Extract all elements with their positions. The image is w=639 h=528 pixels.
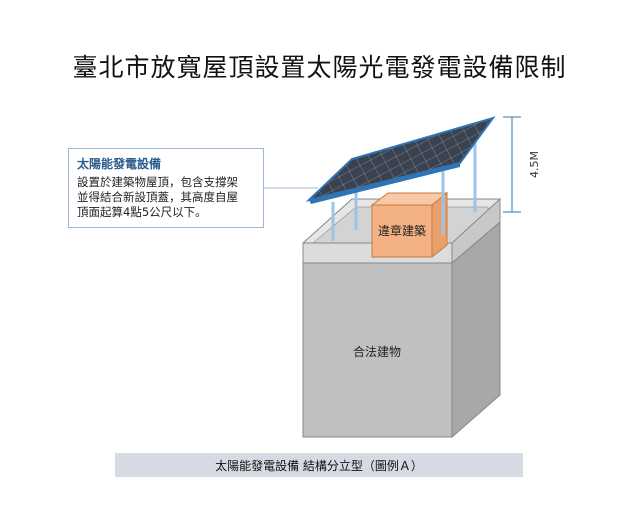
caption-text: 太陽能發電設備 結構分立型（圖例Ａ） (215, 458, 423, 473)
solar-panel (305, 116, 496, 202)
height-label: 4.5M (528, 151, 541, 178)
illegal-structure-side (431, 191, 448, 259)
illegal-structure-label: 違章建築 (378, 223, 426, 238)
note-line: 頂面起算4點5公尺以下。 (77, 205, 207, 219)
building-label: 合法建物 (353, 344, 401, 359)
caption-bar: 太陽能發電設備 結構分立型（圖例Ａ） (115, 453, 523, 477)
page-title: 臺北市放寬屋頂設置太陽光電發電設備限制 (72, 53, 567, 82)
note-line: 設置於建築物屋頂，包含支撐架 (77, 175, 238, 189)
note-title: 太陽能發電設備 (77, 157, 162, 171)
note-line: 並得結合新設頂蓋，其高度自屋 (77, 190, 238, 204)
note-box: 太陽能發電設備 設置於建築物屋頂，包含支撐架 並得結合新設頂蓋，其高度自屋 頂面… (68, 148, 264, 228)
illegal-structure-front (371, 204, 433, 258)
parapet-side-lip (451, 197, 501, 265)
building-front-face (302, 262, 453, 438)
note-body: 設置於建築物屋頂，包含支撐架 並得結合新設頂蓋，其高度自屋 頂面起算4點5公尺以… (77, 175, 255, 220)
solar-panel-frame-edge (309, 163, 460, 204)
